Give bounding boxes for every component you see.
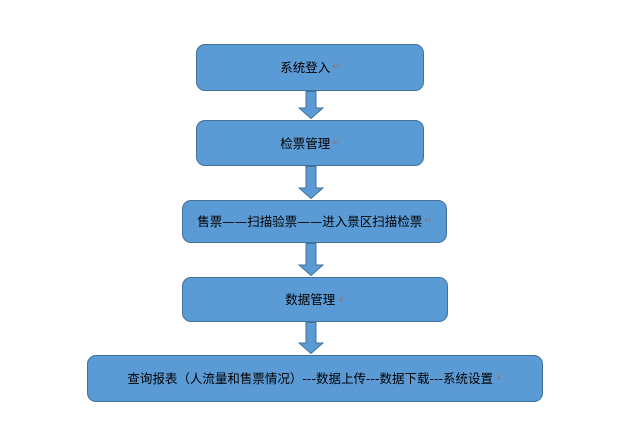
flow-node-label: 查询报表（人流量和售票情况）---数据上传---数据下载---系统设置 bbox=[127, 371, 494, 386]
flow-node-data-management[interactable]: 数据管理↓ bbox=[182, 277, 448, 322]
paragraph-mark: ↵ bbox=[332, 137, 340, 148]
down-arrow-icon bbox=[298, 91, 324, 119]
flow-node-system-login[interactable]: 系统登入↵ bbox=[196, 44, 424, 91]
paragraph-mark: ↵ bbox=[332, 62, 340, 72]
line-break-mark: ↓ bbox=[495, 373, 503, 383]
paragraph-mark: ↵ bbox=[424, 216, 432, 226]
line-break-mark: ↓ bbox=[337, 294, 345, 304]
down-arrow-icon bbox=[298, 322, 324, 354]
flow-node-label: 售票——扫描验票——进入景区扫描检票 bbox=[197, 214, 423, 229]
down-arrow-icon bbox=[298, 243, 324, 276]
flow-node-ticketing-process[interactable]: 售票——扫描验票——进入景区扫描检票↵ bbox=[182, 200, 447, 243]
flow-node-reports-and-settings[interactable]: 查询报表（人流量和售票情况）---数据上传---数据下载---系统设置↓ bbox=[87, 355, 543, 402]
flow-node-label: 数据管理 bbox=[285, 292, 336, 307]
flow-node-label: 检票管理 bbox=[280, 135, 331, 151]
flow-node-label: 系统登入 bbox=[280, 60, 331, 75]
down-arrow-icon bbox=[298, 166, 324, 199]
flow-node-ticket-check-management[interactable]: 检票管理↵ bbox=[196, 120, 424, 166]
